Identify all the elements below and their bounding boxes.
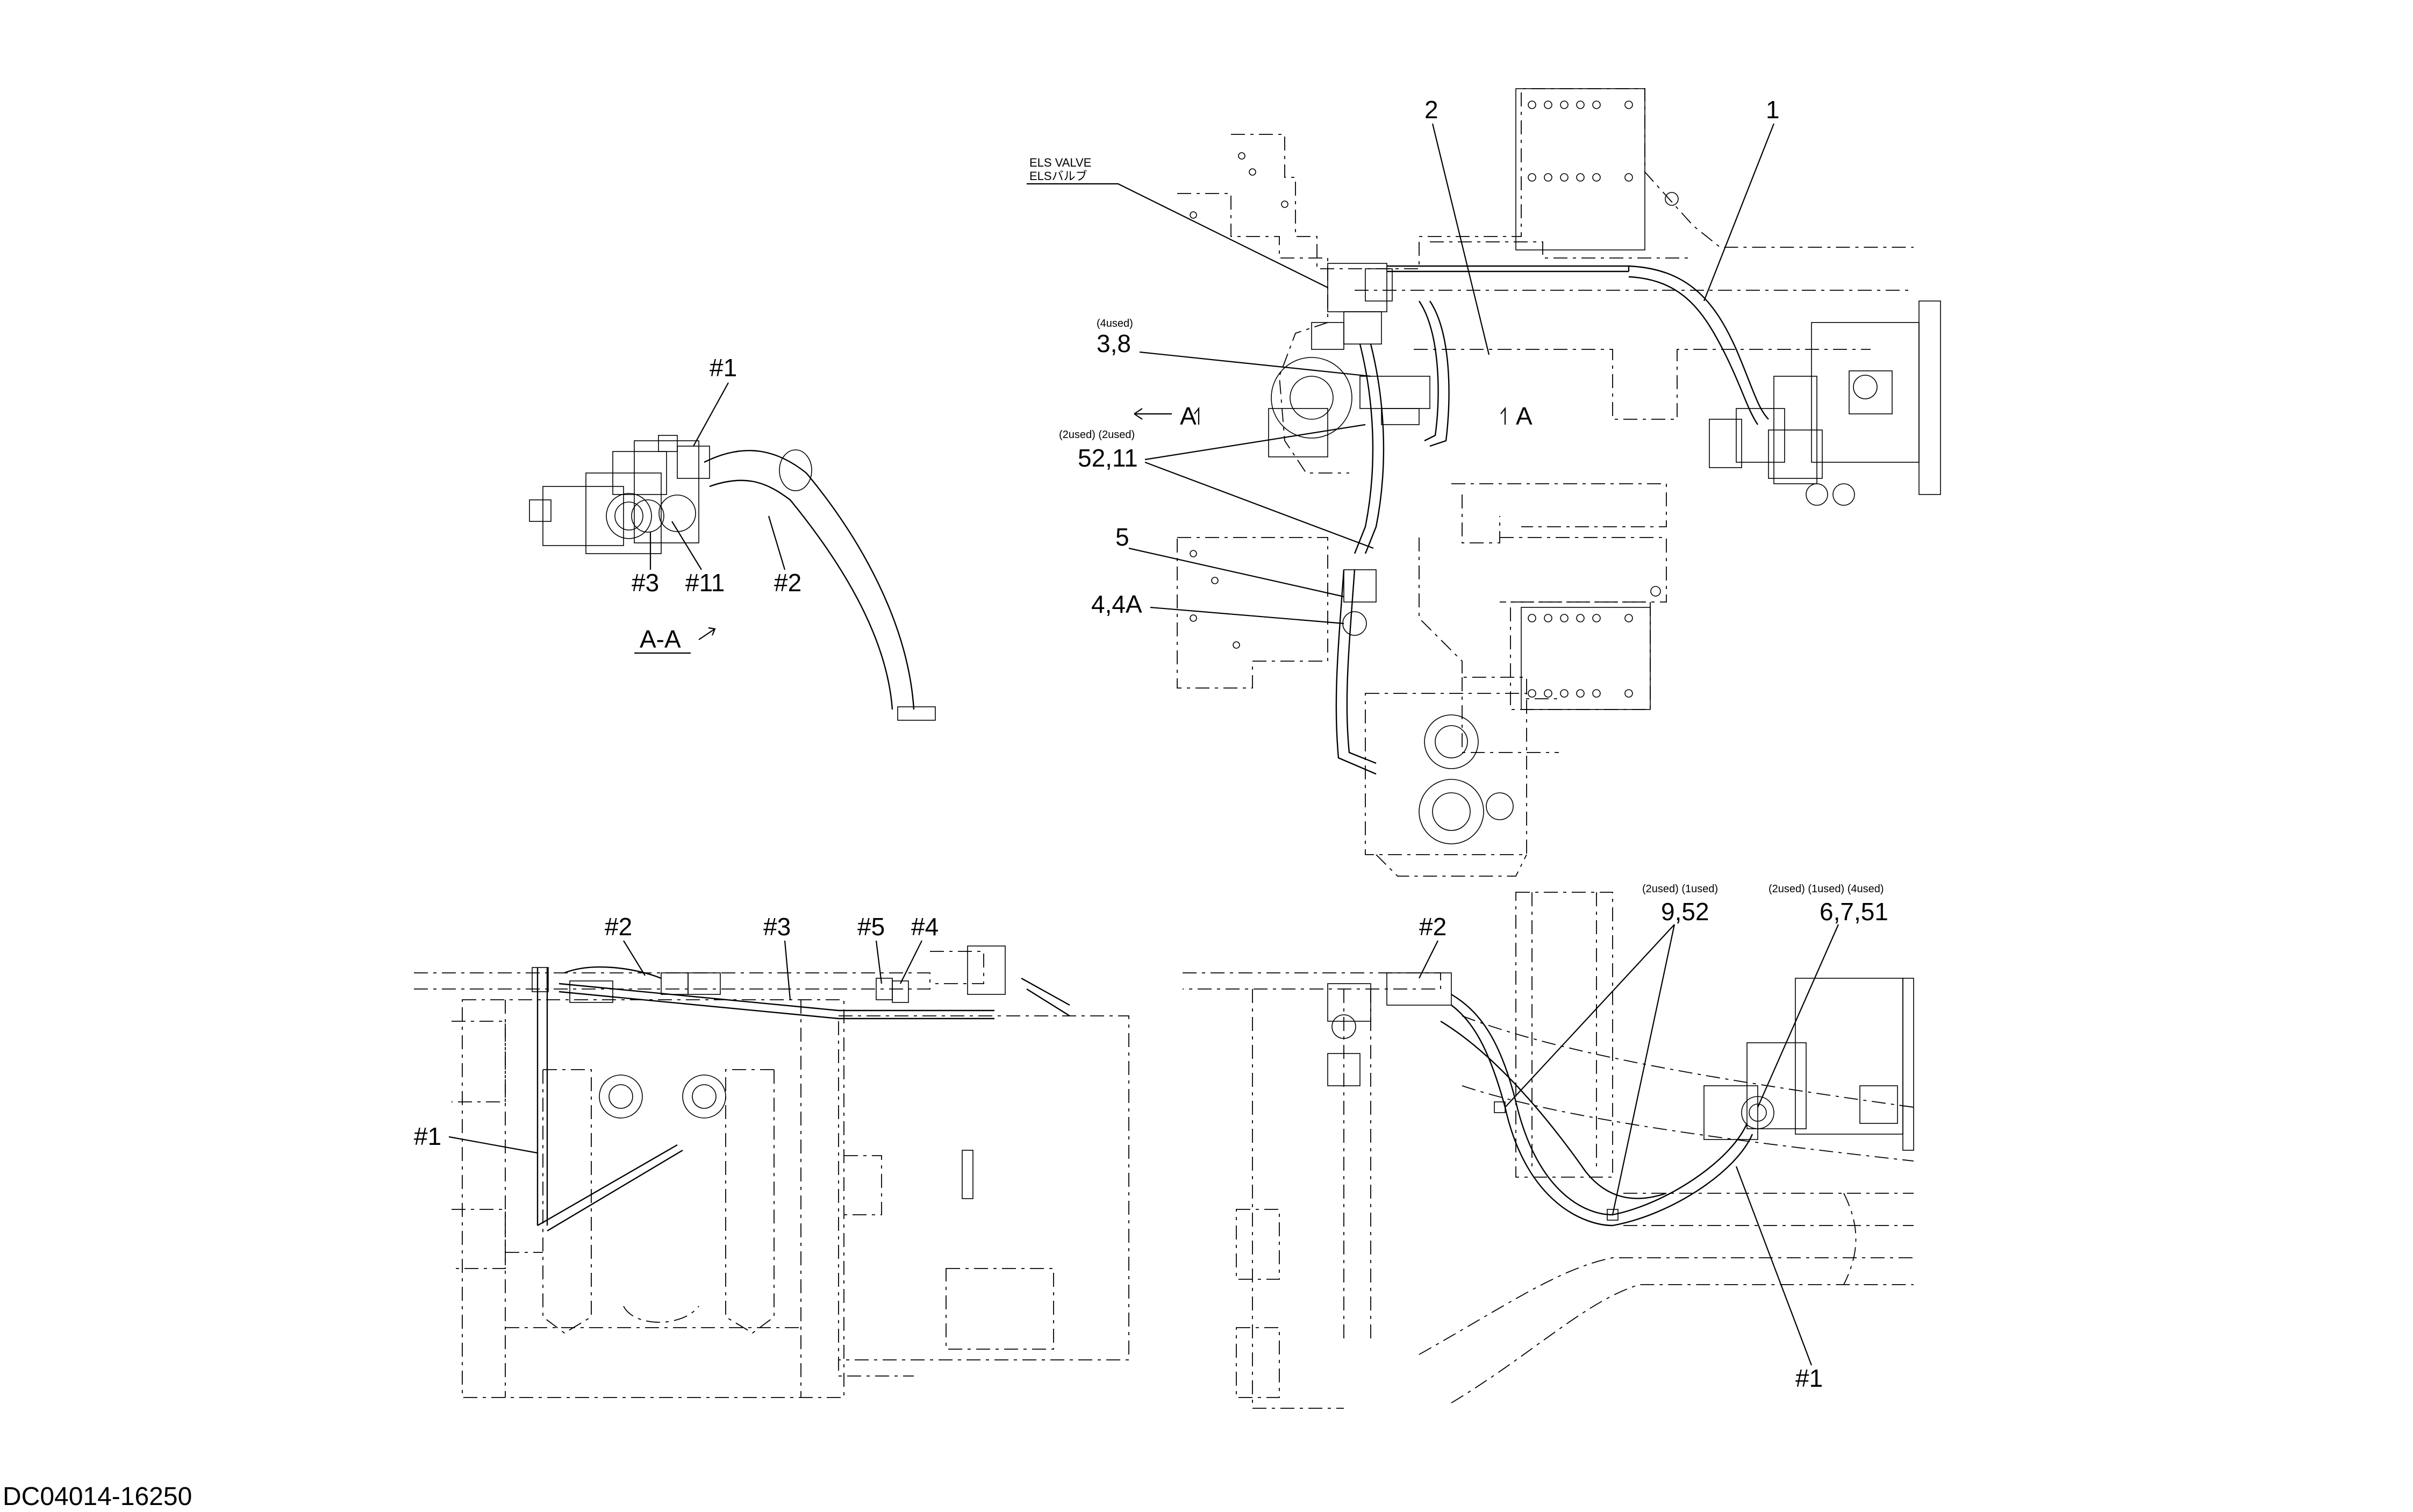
callout-qty-9-52: (2used) (1used)	[1642, 883, 1718, 895]
callout-part-4-4a: 4,4A	[1091, 590, 1142, 618]
right-callout-hash2: #2	[1419, 913, 1447, 941]
section-marker-left: A	[1180, 402, 1197, 430]
callout-part-5: 5	[1115, 523, 1129, 551]
callout-qty-52-11: (2used) (2used)	[1059, 429, 1135, 441]
side-view-left: #2 #3 #5 #4 #1	[414, 913, 1129, 1398]
els-valve-label-jp: ELSバルブ	[1029, 169, 1087, 183]
callout-part-2: 2	[1424, 96, 1438, 124]
callout-qty-3-8: (4used)	[1097, 318, 1133, 329]
callout-part-6-7-51: 6,7,51	[1820, 898, 1888, 926]
section-callout-hash2: #2	[774, 569, 801, 597]
callout-part-3-8: 3,8	[1097, 329, 1131, 357]
plan-view: A A ELS VALVE ELSバルブ 2 1 (4used) 3,8 (2u…	[1027, 88, 1941, 877]
right-callout-hash1: #1	[1795, 1364, 1823, 1392]
callout-part-1: 1	[1766, 96, 1780, 124]
left-callout-hash2: #2	[605, 913, 632, 941]
section-callout-hash3: #3	[632, 569, 659, 597]
callout-part-52-11: 52,11	[1078, 444, 1138, 472]
left-callout-hash3: #3	[763, 913, 791, 941]
drawing-code: DC04014-16250	[3, 1482, 192, 1511]
section-callout-hash11: #11	[685, 569, 725, 597]
left-callout-hash4: #4	[911, 913, 939, 941]
section-title: A-A	[640, 625, 681, 653]
left-callout-hash1: #1	[414, 1122, 441, 1150]
side-view-right: #2 (2used) (1used) 9,52 (2used) (1used) …	[1183, 883, 1914, 1409]
callout-part-9-52: 9,52	[1661, 898, 1709, 926]
left-callout-hash5: #5	[857, 913, 885, 941]
els-valve-label-en: ELS VALVE	[1029, 156, 1091, 169]
section-marker-right: A	[1516, 402, 1533, 430]
section-view-a-a: #1 #3 #11 #2 A-A	[529, 354, 936, 721]
section-callout-hash1: #1	[710, 354, 737, 382]
callout-qty-6-7-51: (2used) (1used) (4used)	[1768, 883, 1884, 895]
